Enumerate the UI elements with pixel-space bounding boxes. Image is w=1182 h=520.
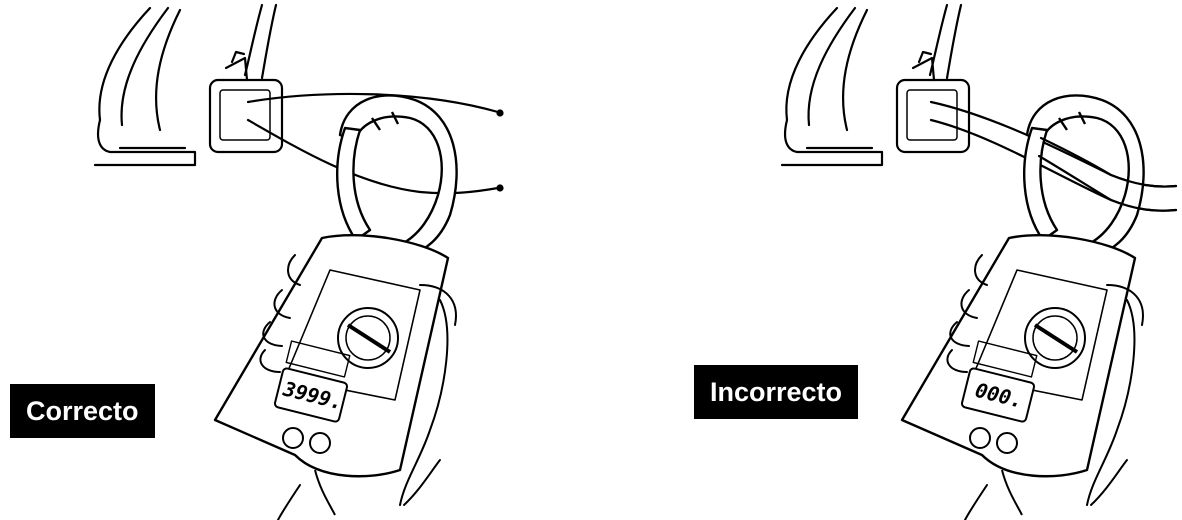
label-incorrecto: Incorrecto (694, 365, 858, 419)
panel-correct: 3999. Correcto (0, 0, 591, 520)
clamp-meter-incorrect-illustration: 000. (591, 0, 1182, 520)
appliance-icon (95, 5, 276, 165)
clamp-meter-correct-illustration: 3999. (0, 0, 591, 520)
appliance-icon (782, 5, 961, 165)
label-correcto: Correcto (10, 384, 155, 438)
power-outlet-icon (210, 52, 282, 152)
panel-incorrect: 000. Incorrecto (591, 0, 1182, 520)
